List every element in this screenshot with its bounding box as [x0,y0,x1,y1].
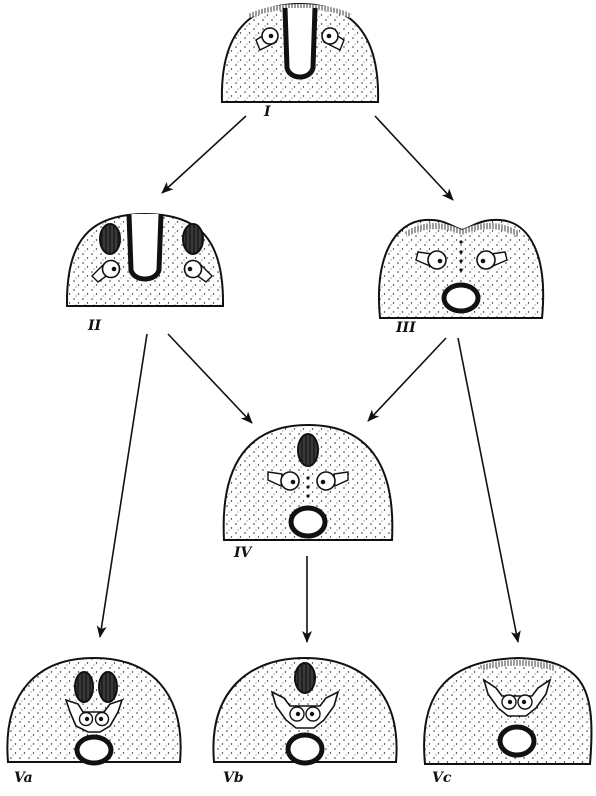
arrow-III-to-IV [368,338,446,421]
arrow-II-to-IV [168,334,252,423]
head-Vc [424,658,591,764]
head-II [67,214,223,306]
label-I: I [264,104,271,120]
right-ocellus [99,672,117,702]
right-ocellus [183,224,203,254]
label-Va: Va [14,770,33,786]
right-eye [96,713,109,726]
right-eye [306,707,320,721]
head-IV [224,425,393,540]
median-furrow [285,8,315,77]
mouth-ring [444,285,478,311]
median-ocellus [298,434,318,466]
arrow-III-to-Vc [458,338,518,642]
arrow-I-to-III [375,116,453,200]
median-ocellus [295,663,315,693]
label-Vb: Vb [223,770,244,786]
head-I [222,4,378,102]
left-eye [80,713,93,726]
median-furrow [129,214,161,279]
label-IV: IV [234,545,251,561]
mouth-ring [77,737,111,763]
head-Vb [213,658,396,763]
arrow-II-to-Va [100,334,147,637]
head-III [379,220,543,318]
mouth-ring [288,735,322,763]
mouth-ring [500,727,534,755]
left-eye [290,707,304,721]
left-eye [502,695,516,709]
left-ocellus [100,224,120,254]
label-Vc: Vc [432,770,451,786]
left-ocellus [75,672,93,702]
label-II: II [88,318,101,334]
mouth-ring [291,508,325,536]
head-Va [7,658,180,763]
right-eye [518,695,532,709]
arrow-I-to-II [162,116,246,193]
label-III: III [396,320,416,336]
